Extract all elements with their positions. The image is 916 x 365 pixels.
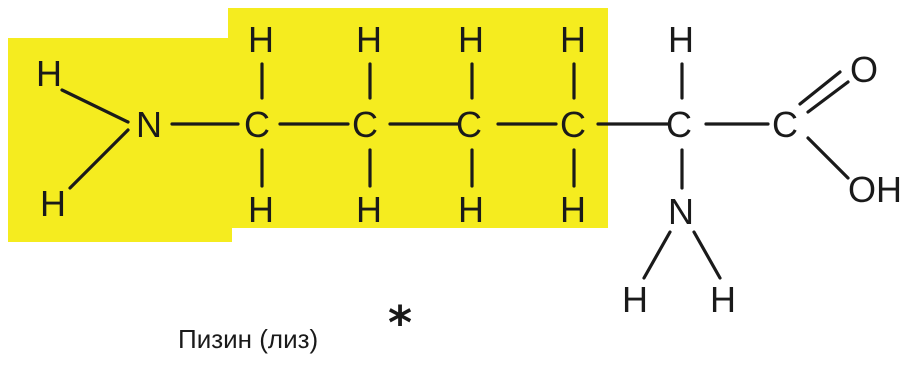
atoms: H N H C C C C C C H H H H H H H H H N H … xyxy=(36,19,902,320)
atom-h-c4-top: H xyxy=(560,19,586,60)
atom-n-side-chain: N xyxy=(136,104,162,145)
atom-h-c3-bottom: H xyxy=(458,189,484,230)
bond-n-h-left xyxy=(642,230,672,280)
bond-c-o-double-a xyxy=(798,70,842,106)
molecule-caption: Пизин (лиз) xyxy=(178,324,319,354)
atom-h-c5-top: H xyxy=(668,19,694,60)
bond-c-o-double-b xyxy=(806,80,850,114)
atom-oh-hydroxyl: OH xyxy=(848,169,902,210)
atom-h-c2-top: H xyxy=(356,19,382,60)
atom-h-n-bottom: H xyxy=(40,183,66,224)
atom-h-n-top: H xyxy=(36,53,62,94)
atom-o-carbonyl: O xyxy=(850,49,878,90)
atom-h-c1-bottom: H xyxy=(248,189,274,230)
atom-c-carboxyl: C xyxy=(772,104,798,145)
atom-h-c4-bottom: H xyxy=(560,189,586,230)
atom-h-c2-bottom: H xyxy=(356,189,382,230)
atom-h-c1-top: H xyxy=(248,19,274,60)
asterisk-marker: * xyxy=(388,296,413,350)
atom-c5-alpha: C xyxy=(666,104,692,145)
atom-h-c3-top: H xyxy=(458,19,484,60)
atom-c1: C xyxy=(244,104,270,145)
atom-h-amino-right: H xyxy=(710,279,736,320)
atom-c2: C xyxy=(352,104,378,145)
atom-c4: C xyxy=(560,104,586,145)
bonds xyxy=(60,62,850,280)
atom-c3: C xyxy=(456,104,482,145)
bond-h-n-bottom xyxy=(68,128,130,190)
bond-n-h-right xyxy=(692,230,722,280)
bond-c-oh xyxy=(806,136,850,180)
bond-h-n-top xyxy=(60,88,130,124)
atom-n-alpha-amino: N xyxy=(668,191,694,232)
atom-h-amino-left: H xyxy=(622,279,648,320)
